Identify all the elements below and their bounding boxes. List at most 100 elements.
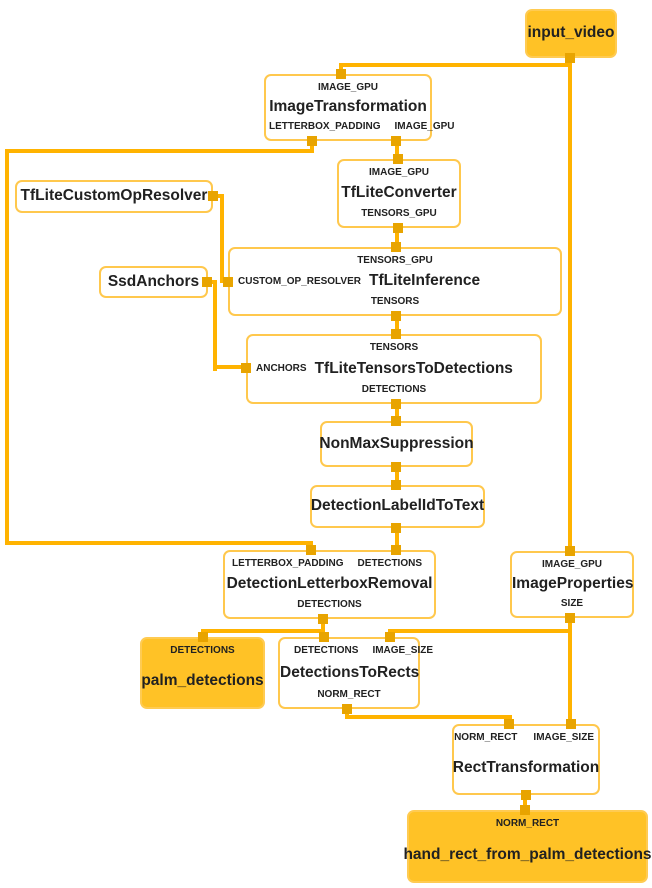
port-rect-transformation-out xyxy=(521,790,531,800)
node-label: TfLiteConverter xyxy=(341,184,457,202)
edge-image-properties-to-rect-transformation xyxy=(568,618,572,725)
port-palm-detections-in xyxy=(198,632,208,642)
port-custom-op-resolver-out xyxy=(208,191,218,201)
port-non-max-suppression-out xyxy=(391,462,401,472)
node-label: RectTransformation xyxy=(452,758,600,776)
port-image-transformation-out-image-gpu xyxy=(391,136,401,146)
node-detection-label-id-to-text[interactable]: DetectionLabelIdToText xyxy=(310,485,485,528)
port-label: ANCHORS xyxy=(256,363,307,374)
port-label: LETTERBOX_PADDING xyxy=(269,121,381,132)
port-label: TENSORS xyxy=(369,342,419,353)
port-tensors-to-detections-in-tensors xyxy=(391,329,401,339)
port-detections-to-rects-in-image-size xyxy=(385,632,395,642)
node-tflite-inference[interactable]: TENSORS_GPU CUSTOM_OP_RESOLVER TfLiteInf… xyxy=(228,247,562,316)
node-label: input_video xyxy=(527,24,615,42)
edge-image-transformation-to-tflite-converter xyxy=(395,141,399,160)
edge-tflite-converter-to-tflite-inference xyxy=(395,228,399,248)
port-label: NORM_RECT xyxy=(495,818,560,829)
port-label: DETECTIONS xyxy=(170,645,235,656)
port-detection-label-id-to-text-out xyxy=(391,523,401,533)
edge-nms-to-label-id-to-text xyxy=(395,467,399,486)
port-input-video-out xyxy=(565,53,575,63)
node-label: ImageTransformation xyxy=(269,98,427,116)
node-image-transformation[interactable]: IMAGE_GPU ImageTransformation LETTERBOX_… xyxy=(264,74,455,141)
node-label: hand_rect_from_palm_detections xyxy=(403,845,652,863)
port-rect-transformation-in-norm-rect xyxy=(504,719,514,729)
node-label: TfLiteCustomOpResolver xyxy=(20,187,208,205)
edge-ssd-anchors-to-detections xyxy=(213,280,217,371)
port-label: IMAGE_GPU xyxy=(368,167,429,178)
node-tflite-converter[interactable]: IMAGE_GPU TfLiteConverter TENSORS_GPU xyxy=(337,159,461,228)
port-label: LETTERBOX_PADDING xyxy=(232,558,344,569)
port-label: NORM_RECT xyxy=(317,689,381,700)
port-label: IMAGE_GPU xyxy=(541,559,602,570)
node-hand-rect-from-palm-detections[interactable]: NORM_RECT hand_rect_from_palm_detections xyxy=(403,810,652,883)
edge-letterbox-removal-to-detections-to-rects xyxy=(321,619,325,638)
port-label: IMAGE_SIZE xyxy=(372,645,434,656)
edge-resolver-to-inference xyxy=(220,194,224,283)
port-tflite-inference-in-custom-op-resolver xyxy=(223,277,233,287)
port-tensors-to-detections-in-anchors xyxy=(241,363,251,373)
port-hand-rect-in-norm-rect xyxy=(520,805,530,815)
node-image-properties[interactable]: IMAGE_GPU ImageProperties SIZE xyxy=(510,551,634,618)
node-palm-detections[interactable]: DETECTIONS palm_detections xyxy=(140,637,265,709)
node-label: TfLiteInference xyxy=(369,272,481,290)
port-ssd-anchors-out xyxy=(202,277,212,287)
edge-tensors-to-detections-to-nms xyxy=(395,404,399,422)
port-letterbox-removal-out-detections xyxy=(318,614,328,624)
edge-label-id-to-text-to-letterbox-removal xyxy=(395,528,399,551)
port-label: DETECTIONS xyxy=(297,599,362,610)
port-image-properties-in-image-gpu xyxy=(565,546,575,556)
node-ssd-anchors[interactable]: SsdAnchors xyxy=(99,266,208,298)
edge-letterbox-removal-to-palm-detections xyxy=(201,629,325,633)
node-non-max-suppression[interactable]: NonMaxSuppression xyxy=(319,421,474,467)
port-tflite-converter-in-image-gpu xyxy=(393,154,403,164)
port-image-transformation-in-image-gpu xyxy=(336,69,346,79)
port-detections-to-rects-out-norm-rect xyxy=(342,704,352,714)
node-label: DetectionsToRects xyxy=(280,663,420,681)
node-detection-letterbox-removal[interactable]: LETTERBOX_PADDING DETECTIONS DetectionLe… xyxy=(223,550,436,619)
node-label: NonMaxSuppression xyxy=(319,434,474,452)
port-rect-transformation-in-image-size xyxy=(566,719,576,729)
node-label: TfLiteTensorsToDetections xyxy=(314,359,513,377)
edge-letterbox-padding xyxy=(5,541,313,545)
node-label: SsdAnchors xyxy=(107,272,200,290)
edge-input-video-to-image-transformation xyxy=(339,63,572,67)
port-non-max-suppression-in xyxy=(391,416,401,426)
port-label: NORM_RECT xyxy=(454,732,518,743)
port-label: SIZE xyxy=(560,598,584,609)
edge-detections-to-rects-to-rect-transformation xyxy=(345,715,512,719)
port-detections-to-rects-in-detections xyxy=(319,632,329,642)
node-label: ImageProperties xyxy=(512,575,634,593)
edge-ssd-anchors-to-detections xyxy=(207,280,217,284)
port-image-properties-out-size xyxy=(565,613,575,623)
port-label: IMAGE_SIZE xyxy=(533,732,594,743)
edge-image-properties-to-detections-to-rects xyxy=(388,629,572,633)
edge-tflite-inference-to-tensors-to-detections xyxy=(395,316,399,335)
port-label: CUSTOM_OP_RESOLVER xyxy=(238,275,361,287)
node-label: palm_detections xyxy=(141,672,264,690)
port-tflite-converter-out-tensors-gpu xyxy=(393,223,403,233)
port-label: DETECTIONS xyxy=(361,384,427,395)
node-tflite-custom-op-resolver[interactable]: TfLiteCustomOpResolver xyxy=(15,180,213,213)
edge-letterbox-padding xyxy=(310,141,314,153)
port-tensors-to-detections-out-detections xyxy=(391,399,401,409)
node-detections-to-rects[interactable]: DETECTIONS IMAGE_SIZE DetectionsToRects … xyxy=(278,637,433,709)
port-detection-label-id-to-text-in xyxy=(391,480,401,490)
port-label: DETECTIONS xyxy=(294,645,359,656)
port-label: TENSORS_GPU xyxy=(361,208,437,219)
node-rect-transformation[interactable]: NORM_RECT IMAGE_SIZE RectTransformation xyxy=(452,724,600,795)
node-label: DetectionLabelIdToText xyxy=(310,497,485,515)
port-label: IMAGE_GPU xyxy=(394,121,455,132)
edge-letterbox-padding xyxy=(5,149,314,153)
node-tflite-tensors-to-detections[interactable]: TENSORS ANCHORS TfLiteTensorsToDetection… xyxy=(246,334,542,404)
port-image-transformation-out-letterbox-padding xyxy=(307,136,317,146)
port-label: TENSORS_GPU xyxy=(357,255,433,266)
port-letterbox-removal-in-detections xyxy=(391,545,401,555)
node-input-video[interactable]: input_video xyxy=(525,9,617,58)
edge-resolver-to-inference xyxy=(213,194,224,198)
port-label: IMAGE_GPU xyxy=(317,82,378,93)
port-label: TENSORS xyxy=(370,296,420,307)
node-label: DetectionLetterboxRemoval xyxy=(226,575,433,593)
